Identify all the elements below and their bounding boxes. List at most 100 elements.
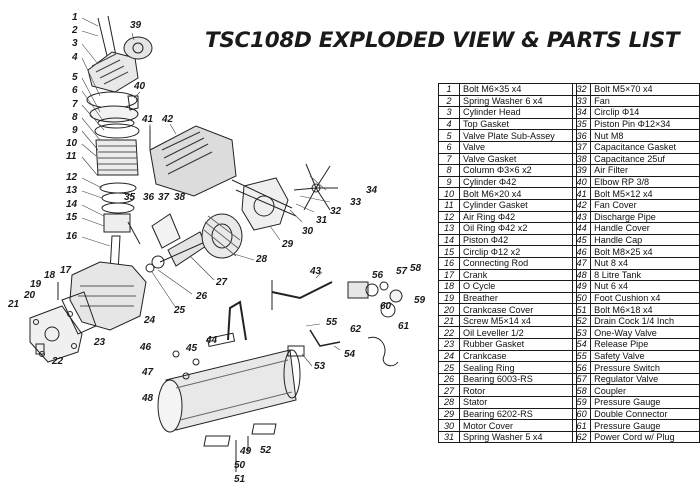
- part-name: Piston Pin Φ12×34: [590, 117, 700, 131]
- callout-34: 34: [366, 185, 378, 196]
- part-name: Double Connector: [590, 407, 700, 421]
- part-name: Safety Valve: [590, 349, 700, 363]
- power-cord-part: [367, 336, 399, 367]
- part-number: 37: [571, 140, 592, 154]
- part-number: 62: [571, 430, 592, 444]
- motor-cover-part: [241, 177, 289, 231]
- callout-24: 24: [144, 315, 156, 326]
- discharge-pipe-part: [271, 281, 333, 300]
- callout-53: 53: [314, 361, 326, 372]
- part-number: 33: [571, 94, 592, 108]
- part-number: 10: [438, 187, 460, 200]
- callout-52: 52: [260, 445, 272, 456]
- part-number: 1: [438, 83, 460, 96]
- part-number: 30: [438, 419, 460, 432]
- callout-13: 13: [66, 185, 78, 196]
- callout-22: 22: [52, 356, 64, 367]
- callout-40: 40: [134, 81, 146, 92]
- part-number: 40: [571, 175, 592, 189]
- callout-17: 17: [60, 265, 72, 276]
- part-name: Column Φ3×6 x2: [459, 164, 577, 177]
- callout-1: 1: [72, 12, 78, 23]
- callout-42: 42: [162, 114, 174, 125]
- tank-part: [157, 349, 301, 433]
- part-name: Air Ring Φ42: [459, 210, 577, 224]
- part-name: Cylinder Φ42: [459, 175, 577, 189]
- callout-27: 27: [216, 277, 228, 288]
- part-number: 15: [438, 245, 460, 258]
- part-number: 3: [438, 106, 460, 119]
- part-number: 12: [438, 210, 460, 224]
- part-number: 29: [438, 407, 460, 421]
- callout-60: 60: [380, 301, 392, 312]
- part-number: 35: [571, 117, 592, 131]
- callout-18: 18: [44, 270, 56, 281]
- callout-21: 21: [8, 299, 20, 310]
- part-number: 14: [438, 233, 460, 247]
- callout-6: 6: [72, 85, 78, 96]
- part-number: 48: [571, 268, 592, 282]
- part-name: Fan: [590, 94, 700, 108]
- callout-10: 10: [66, 138, 78, 149]
- part-number: 46: [571, 245, 592, 258]
- callout-7: 7: [72, 99, 78, 110]
- bolt-part: [97, 15, 117, 61]
- part-number: 7: [438, 152, 460, 166]
- part-name: Screw M5×14 x4: [459, 314, 577, 328]
- handle-part: [227, 300, 247, 341]
- part-name: Cylinder Head: [459, 106, 577, 119]
- callout-47: 47: [142, 367, 154, 378]
- air-filter-part: [123, 36, 153, 60]
- part-number: 18: [438, 280, 460, 293]
- part-number: 58: [571, 384, 592, 398]
- part-name: Fan Cover: [590, 198, 700, 212]
- part-number: 60: [571, 407, 592, 421]
- callout-61: 61: [398, 321, 410, 332]
- callout-2: 2: [72, 25, 78, 36]
- part-name: Bolt M5×70 x4: [590, 83, 700, 96]
- part-name: Regulator Valve: [590, 372, 700, 386]
- part-name: Capacitance 25uf: [590, 152, 700, 166]
- callout-39: 39: [130, 20, 142, 31]
- callout-30: 30: [302, 226, 314, 237]
- part-name: Valve: [459, 140, 577, 154]
- part-number: 24: [438, 349, 460, 363]
- part-name: Handle Cap: [590, 233, 700, 247]
- callout-58: 58: [410, 263, 422, 274]
- part-name: Spring Washer 5 x4: [459, 430, 577, 444]
- part-name: Bolt M6×18 x4: [590, 303, 700, 316]
- callout-36: 36: [143, 192, 155, 203]
- part-number: 52: [571, 314, 592, 328]
- callout-51: 51: [234, 474, 246, 485]
- part-name: Elbow RP 3/8: [590, 175, 700, 189]
- fan-part: [293, 163, 338, 211]
- part-number: 50: [571, 291, 592, 305]
- callout-26: 26: [196, 291, 208, 302]
- part-name: 8 Litre Tank: [590, 268, 700, 282]
- part-name: Release Pipe: [590, 338, 700, 351]
